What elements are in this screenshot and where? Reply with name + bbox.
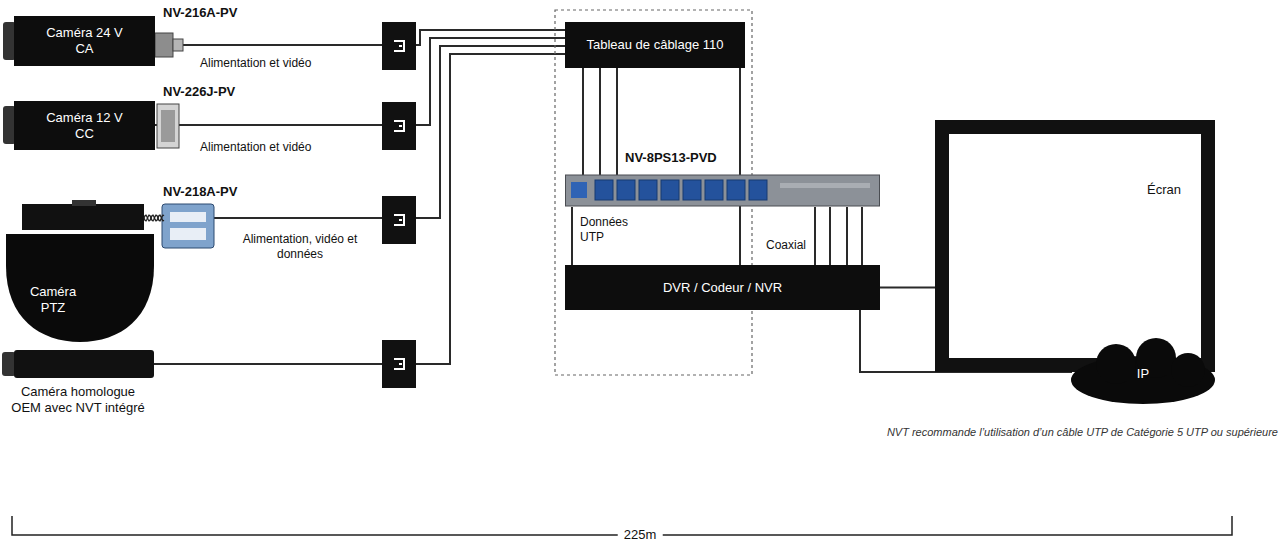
transceiver-218a	[162, 204, 214, 248]
cable-line	[154, 54, 565, 364]
cable-line	[571, 207, 573, 265]
monitor: Écran	[935, 120, 1215, 372]
camera-body: Caméra 24 V CA	[14, 16, 155, 66]
hub-shape	[565, 150, 880, 207]
cable-note: NVT recommande l’utilisation d’un câble …	[887, 425, 1278, 440]
cable-connector	[162, 46, 565, 218]
node-label: NV-8PS13-PVD	[625, 150, 825, 166]
cable-line	[155, 38, 565, 125]
node-label: Caméra PTZ	[16, 284, 90, 316]
cable-line	[846, 207, 848, 265]
cable-label: Alimentation, vidéo et données	[225, 232, 375, 262]
cable-connector	[155, 38, 565, 125]
hub-switch: NV-8PS13-PVD	[565, 150, 880, 207]
part-number: NV-216A-PV	[163, 5, 237, 20]
rack-enclosure	[555, 10, 752, 375]
distance-label: 225m	[618, 527, 663, 542]
node-label: DVR / Codeur / NVR	[657, 280, 788, 296]
camera-body: Caméra 12 V CC	[14, 101, 155, 150]
ptz-camera: Caméra PTZ	[2, 200, 162, 345]
cable-label: Données UTP	[580, 215, 640, 245]
node-label: Caméra 24 V CA	[39, 25, 131, 57]
cable-label: Alimentation et vidéo	[200, 56, 311, 71]
cable-connector	[880, 287, 935, 288]
node-label: Caméra homologue OEM avec NVT intégré	[8, 384, 148, 416]
ptz-shape	[2, 200, 162, 345]
cable-line	[599, 68, 601, 175]
transceiver-226j	[157, 104, 179, 148]
wall-jack	[382, 102, 416, 150]
wall-jack	[382, 196, 416, 244]
node-label: IP	[1108, 366, 1178, 382]
cable-connector	[154, 54, 565, 364]
recorder-box: DVR / Codeur / NVR	[565, 265, 880, 310]
cable-line	[829, 207, 831, 265]
node-label: Tableau de câblage 110	[580, 37, 729, 53]
wall-jack	[382, 340, 416, 388]
cable-line	[616, 68, 618, 175]
patch-panel: Tableau de câblage 110	[565, 22, 745, 68]
wall-jack	[382, 22, 416, 70]
cable-line	[861, 207, 863, 265]
cable-connector	[815, 207, 862, 265]
part-number: NV-226J-PV	[163, 84, 235, 99]
cable-line	[162, 46, 565, 218]
cable-line	[582, 68, 584, 175]
oem-camera: Caméra homologue OEM avec NVT intégré	[2, 348, 154, 438]
cable-line	[739, 68, 741, 265]
cable-label: Alimentation et vidéo	[200, 140, 311, 155]
ip-cloud: IP	[1068, 338, 1218, 406]
node-label: Écran	[1129, 182, 1199, 198]
part-number: NV-218A-PV	[163, 184, 237, 199]
cable-label: Coaxial	[766, 238, 806, 253]
cable-connector	[572, 207, 573, 265]
cable-connector	[740, 68, 741, 265]
transceiver-216a	[155, 33, 183, 57]
node-label: Caméra 12 V CC	[39, 110, 131, 142]
cable-line	[880, 287, 935, 289]
cable-connector	[583, 68, 617, 175]
cable-line	[814, 207, 816, 265]
